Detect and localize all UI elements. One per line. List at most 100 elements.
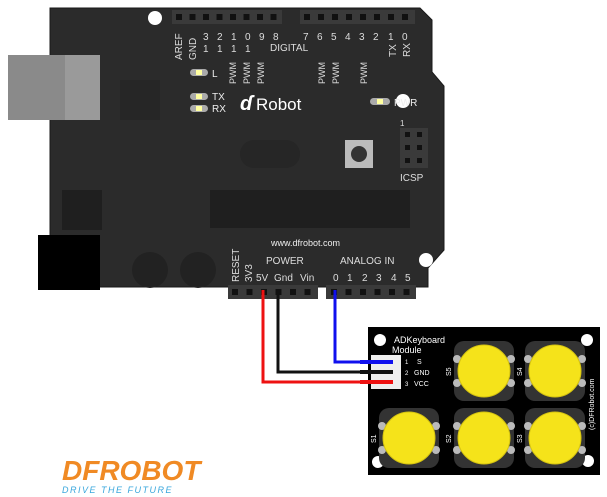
label-pwm: PWM bbox=[331, 62, 341, 84]
header-pin[interactable] bbox=[232, 289, 238, 295]
analog-pin-number: 5 bbox=[405, 273, 411, 284]
header-pin[interactable] bbox=[304, 289, 311, 295]
button-label: S2 bbox=[446, 434, 453, 443]
board-url: www.dfrobot.com bbox=[270, 238, 340, 248]
pin-vcc-label: VCC bbox=[414, 381, 429, 388]
digital-pin-number: 6 bbox=[317, 32, 323, 43]
label-led-l: L bbox=[212, 69, 218, 80]
header-pin[interactable] bbox=[318, 14, 324, 20]
header-pin[interactable] bbox=[389, 289, 395, 295]
digital-pin-number: 0 bbox=[402, 32, 408, 43]
header-pin[interactable] bbox=[270, 14, 277, 20]
digital-pin-number: 3 bbox=[359, 32, 365, 43]
digital-pin-number-sub: 1 bbox=[231, 44, 237, 55]
brand-d-icon: ɗ bbox=[240, 93, 255, 115]
digital-pin-number: 8 bbox=[273, 32, 279, 43]
pin-num: 2 bbox=[405, 371, 409, 377]
button-s3[interactable]: S3 bbox=[517, 408, 586, 468]
header-pin[interactable] bbox=[304, 14, 310, 20]
button-s2[interactable]: S2 bbox=[446, 408, 515, 468]
label-led-tx: TX bbox=[212, 92, 225, 103]
button-s5[interactable]: S5 bbox=[446, 341, 515, 401]
header-pin[interactable] bbox=[360, 289, 366, 295]
pin-s-label: S bbox=[417, 359, 422, 366]
header-pin[interactable] bbox=[403, 289, 410, 295]
mount-hole bbox=[419, 253, 433, 267]
label-tx-pin: TX bbox=[388, 44, 399, 57]
header-pin[interactable] bbox=[360, 14, 366, 20]
header-pin[interactable] bbox=[388, 14, 394, 20]
wire-signal bbox=[333, 290, 370, 364]
label-pwm: PWM bbox=[256, 62, 266, 84]
module-title: ADKeyboard bbox=[394, 335, 445, 345]
header-pin[interactable] bbox=[189, 14, 196, 20]
label-led-rx: RX bbox=[212, 104, 226, 115]
header-pin[interactable] bbox=[216, 14, 223, 20]
digital-pin-number: 1 bbox=[231, 32, 237, 43]
mount-hole bbox=[148, 11, 162, 25]
logo-name: DFROBOT bbox=[62, 455, 203, 486]
logo-tagline: DRIVE THE FUTURE bbox=[62, 485, 173, 495]
header-pin[interactable] bbox=[374, 14, 380, 20]
digital-pin-number: 4 bbox=[345, 32, 351, 43]
button-label: S1 bbox=[371, 434, 378, 443]
wire-power bbox=[261, 290, 370, 384]
button-label: S5 bbox=[446, 367, 453, 376]
header-analog bbox=[326, 285, 416, 299]
label-pwm: PWM bbox=[242, 62, 252, 84]
label-5v: 5V bbox=[256, 273, 269, 284]
mount-hole bbox=[396, 94, 410, 108]
analog-pin-number: 3 bbox=[376, 273, 382, 284]
header-power bbox=[228, 285, 318, 299]
module-credit: (c)DFRobot.com bbox=[589, 378, 596, 430]
header-pin[interactable] bbox=[402, 14, 408, 20]
analog-pin-number: 1 bbox=[347, 273, 353, 284]
digital-pin-number: 9 bbox=[259, 32, 265, 43]
dfrobot-logo: DFROBOT DRIVE THE FUTURE bbox=[62, 455, 203, 495]
label-icsp: ICSP bbox=[400, 173, 424, 184]
digital-pin-number-sub: 1 bbox=[245, 44, 251, 55]
label-vin: Vin bbox=[300, 273, 314, 284]
digital-pin-number: 3 bbox=[203, 32, 209, 43]
button-s4[interactable]: S4 bbox=[517, 341, 586, 401]
button-s1[interactable]: S1 bbox=[371, 408, 440, 468]
wires bbox=[261, 290, 370, 384]
digital-pin-number: 2 bbox=[217, 32, 223, 43]
analog-pin-number: 4 bbox=[391, 273, 397, 284]
wire-ground bbox=[276, 290, 370, 374]
header-pin[interactable] bbox=[332, 14, 338, 20]
label-analog-in: ANALOG IN bbox=[340, 256, 394, 267]
digital-pin-number: 0 bbox=[245, 32, 251, 43]
pin-num: 3 bbox=[405, 382, 409, 388]
header-pin[interactable] bbox=[246, 289, 253, 295]
digital-pin-number: 2 bbox=[373, 32, 379, 43]
header-pin[interactable] bbox=[257, 14, 263, 20]
label-gnd: GND bbox=[188, 38, 199, 60]
label-pwm: PWM bbox=[228, 62, 238, 84]
header-pin[interactable] bbox=[374, 289, 381, 295]
header-pin[interactable] bbox=[290, 289, 296, 295]
digital-pin-number: 7 bbox=[303, 32, 309, 43]
module-subtitle: Module bbox=[392, 345, 422, 355]
header-pin[interactable] bbox=[203, 14, 209, 20]
power-jack bbox=[38, 235, 100, 290]
header-pin[interactable] bbox=[230, 14, 236, 20]
digital-pin-number: 1 bbox=[388, 32, 394, 43]
analog-pin-number: 0 bbox=[333, 273, 339, 284]
chip bbox=[210, 190, 410, 228]
header-pin[interactable] bbox=[345, 289, 352, 295]
digital-pin-number-sub: 1 bbox=[217, 44, 223, 55]
pin-num: 1 bbox=[405, 360, 409, 366]
label-3v3: 3V3 bbox=[244, 264, 255, 282]
label-led-pwr: PWR bbox=[394, 98, 417, 109]
label-reset: RESET bbox=[231, 249, 242, 282]
header-pin[interactable] bbox=[243, 14, 250, 20]
header-top-left bbox=[172, 10, 282, 24]
digital-pin-number: 5 bbox=[331, 32, 337, 43]
icsp-header bbox=[400, 128, 428, 168]
header-pin[interactable] bbox=[176, 14, 182, 20]
header-pin[interactable] bbox=[346, 14, 352, 20]
